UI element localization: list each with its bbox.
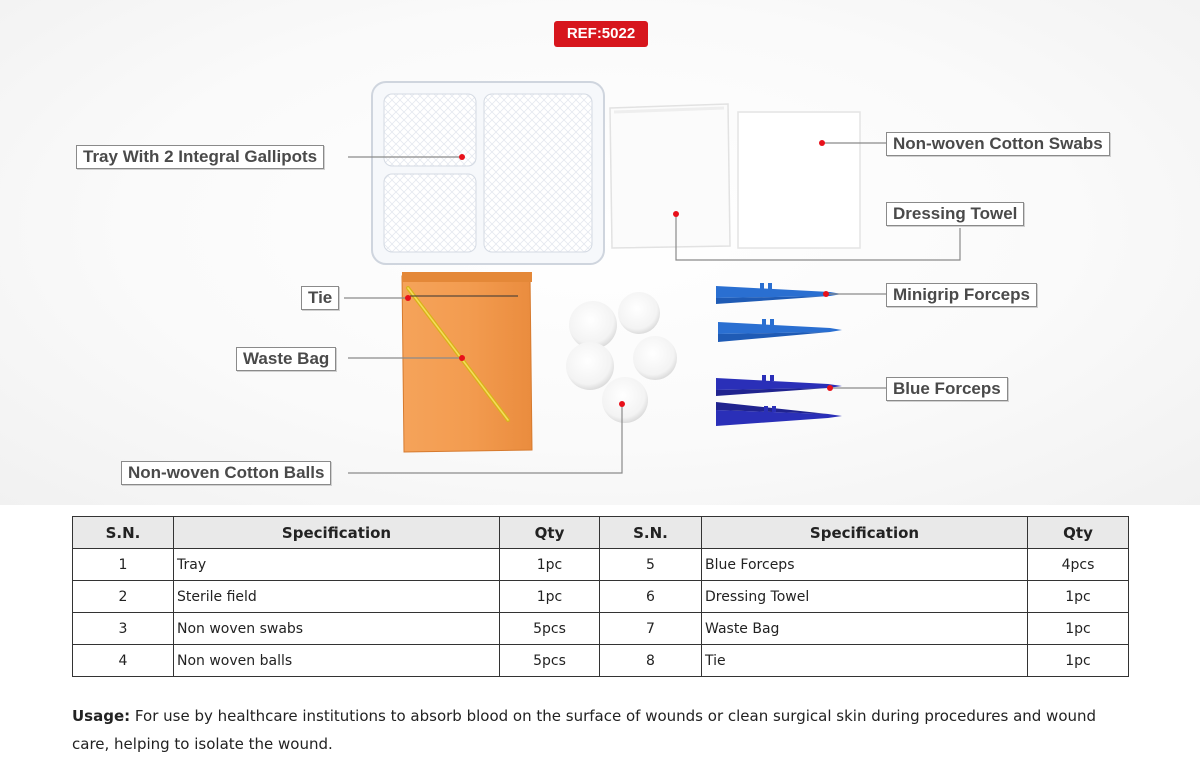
cell-specification: Tray bbox=[173, 548, 500, 581]
cell-sn: 7 bbox=[599, 612, 702, 645]
header-specification: Specification bbox=[173, 516, 500, 549]
table-header-row: S.N. Specification Qty S.N. Specificatio… bbox=[72, 516, 1129, 549]
cell-qty: 1pc bbox=[1027, 612, 1129, 645]
cell-specification: Waste Bag bbox=[701, 612, 1028, 645]
cell-qty: 1pc bbox=[1027, 580, 1129, 613]
tie-callout: Tie bbox=[301, 286, 340, 310]
cell-sn: 6 bbox=[599, 580, 702, 613]
cotton-balls-callout: Non-woven Cotton Balls bbox=[121, 461, 332, 485]
tray-image bbox=[371, 81, 605, 265]
usage-label: Usage: bbox=[72, 707, 131, 725]
cell-qty: 1pc bbox=[1027, 644, 1129, 677]
cell-qty: 5pcs bbox=[499, 612, 600, 645]
usage-text: For use by healthcare institutions to ab… bbox=[72, 707, 1097, 753]
cell-sn: 8 bbox=[599, 644, 702, 677]
ref-badge: REF:5022 bbox=[554, 21, 648, 47]
cotton-balls-image bbox=[566, 292, 677, 423]
cell-qty: 4pcs bbox=[1027, 548, 1129, 581]
specification-table: S.N. Specification Qty S.N. Specificatio… bbox=[72, 516, 1129, 677]
cell-specification: Sterile field bbox=[173, 580, 500, 613]
cell-specification: Tie bbox=[701, 644, 1028, 677]
header-qty: Qty bbox=[499, 516, 600, 549]
tray-callout: Tray With 2 Integral Gallipots bbox=[76, 145, 325, 169]
cell-qty: 1pc bbox=[499, 548, 600, 581]
blue-forceps-callout: Blue Forceps bbox=[886, 377, 1008, 401]
blue-forceps-image bbox=[716, 375, 842, 426]
dressing-towel-callout: Dressing Towel bbox=[886, 202, 1025, 226]
table-row: 3 Non woven swabs 5pcs 7 Waste Bag 1pc bbox=[72, 612, 1129, 645]
table-row: 2 Sterile field 1pc 6 Dressing Towel 1pc bbox=[72, 580, 1129, 613]
cell-sn: 2 bbox=[72, 580, 174, 613]
waste-bag-image bbox=[401, 272, 533, 453]
product-photo: REF:5022 Tray With 2 Integral Gallipots … bbox=[0, 0, 1200, 505]
cell-sn: 5 bbox=[599, 548, 702, 581]
cell-specification: Blue Forceps bbox=[701, 548, 1028, 581]
cotton-swabs-image bbox=[737, 111, 861, 249]
header-sn: S.N. bbox=[599, 516, 702, 549]
cell-qty: 5pcs bbox=[499, 644, 600, 677]
cell-sn: 1 bbox=[72, 548, 174, 581]
leader-lines bbox=[344, 142, 961, 474]
product-illustration bbox=[344, 81, 961, 474]
cell-sn: 3 bbox=[72, 612, 174, 645]
cell-specification: Dressing Towel bbox=[701, 580, 1028, 613]
table-row: 1 Tray 1pc 5 Blue Forceps 4pcs bbox=[72, 548, 1129, 581]
swabs-callout: Non-woven Cotton Swabs bbox=[886, 132, 1110, 156]
usage-paragraph: Usage: For use by healthcare institution… bbox=[72, 702, 1132, 758]
minigrip-forceps-image bbox=[716, 283, 842, 342]
cell-specification: Non woven swabs bbox=[173, 612, 500, 645]
cell-specification: Non woven balls bbox=[173, 644, 500, 677]
cell-sn: 4 bbox=[72, 644, 174, 677]
waste-bag-callout: Waste Bag bbox=[236, 347, 337, 371]
minigrip-callout: Minigrip Forceps bbox=[886, 283, 1037, 307]
cell-qty: 1pc bbox=[499, 580, 600, 613]
header-sn: S.N. bbox=[72, 516, 174, 549]
pointer-dots bbox=[405, 140, 833, 407]
header-qty: Qty bbox=[1027, 516, 1129, 549]
table-row: 4 Non woven balls 5pcs 8 Tie 1pc bbox=[72, 644, 1129, 677]
dressing-towel-image bbox=[609, 103, 731, 249]
header-specification: Specification bbox=[701, 516, 1028, 549]
